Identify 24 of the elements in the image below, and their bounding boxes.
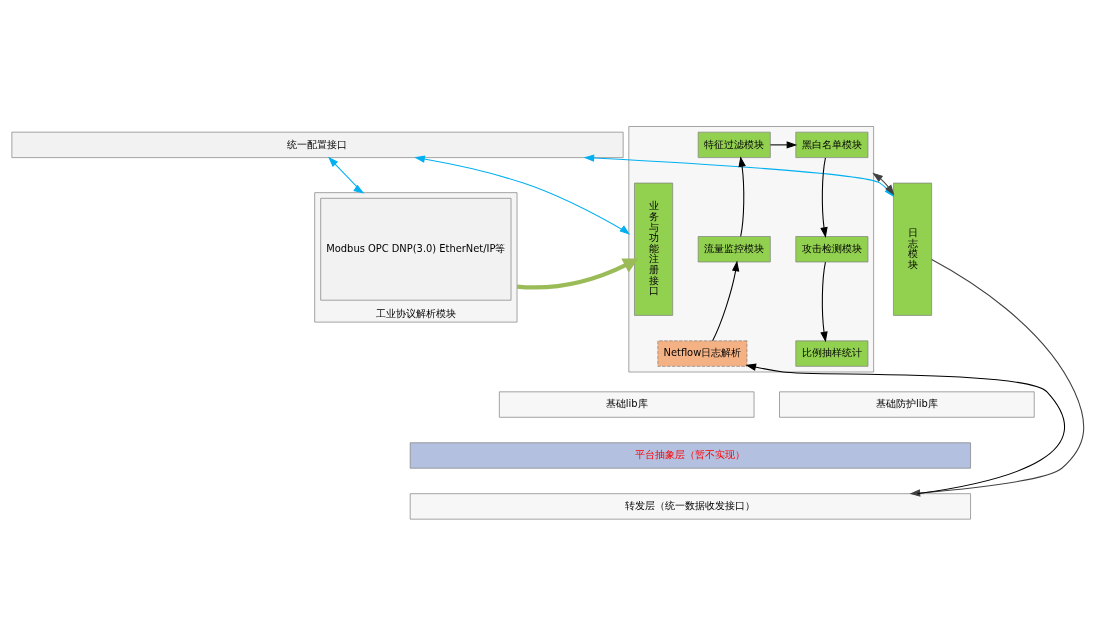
- node-box: 基础lib库: [499, 390, 755, 418]
- node-box: 业务与功能注册接口: [634, 182, 674, 316]
- node-box: 流量监控模块: [697, 235, 771, 262]
- arrow: [820, 261, 828, 342]
- arrow: [738, 155, 746, 237]
- arrow: [328, 156, 365, 193]
- arrow: [769, 140, 798, 149]
- arrow: [745, 363, 1065, 494]
- node-box: 攻击检测模块: [795, 235, 869, 262]
- node-box: 基础防护lib库: [779, 390, 1035, 418]
- arrow: [909, 258, 1085, 497]
- arrow: [516, 257, 639, 290]
- node-box: Netflow日志解析: [657, 340, 748, 367]
- node-box: 黑白名单模块: [795, 131, 869, 158]
- node-box: 特征过滤模块: [697, 131, 771, 158]
- node-box: 平台抽象层（暂不实现）: [409, 441, 971, 469]
- arrow: [712, 260, 740, 341]
- node-box: 日志模块: [893, 182, 932, 316]
- node-box: Modbus OPC DNP(3.0) EtherNet/IP等: [320, 197, 512, 301]
- node-box: 比例抽样统计: [795, 340, 869, 367]
- node-box: 统一配置接口: [11, 131, 624, 158]
- arrow: [414, 155, 631, 235]
- arrow: [820, 156, 828, 238]
- node-box: 转发层（统一数据收发接口）: [409, 492, 971, 520]
